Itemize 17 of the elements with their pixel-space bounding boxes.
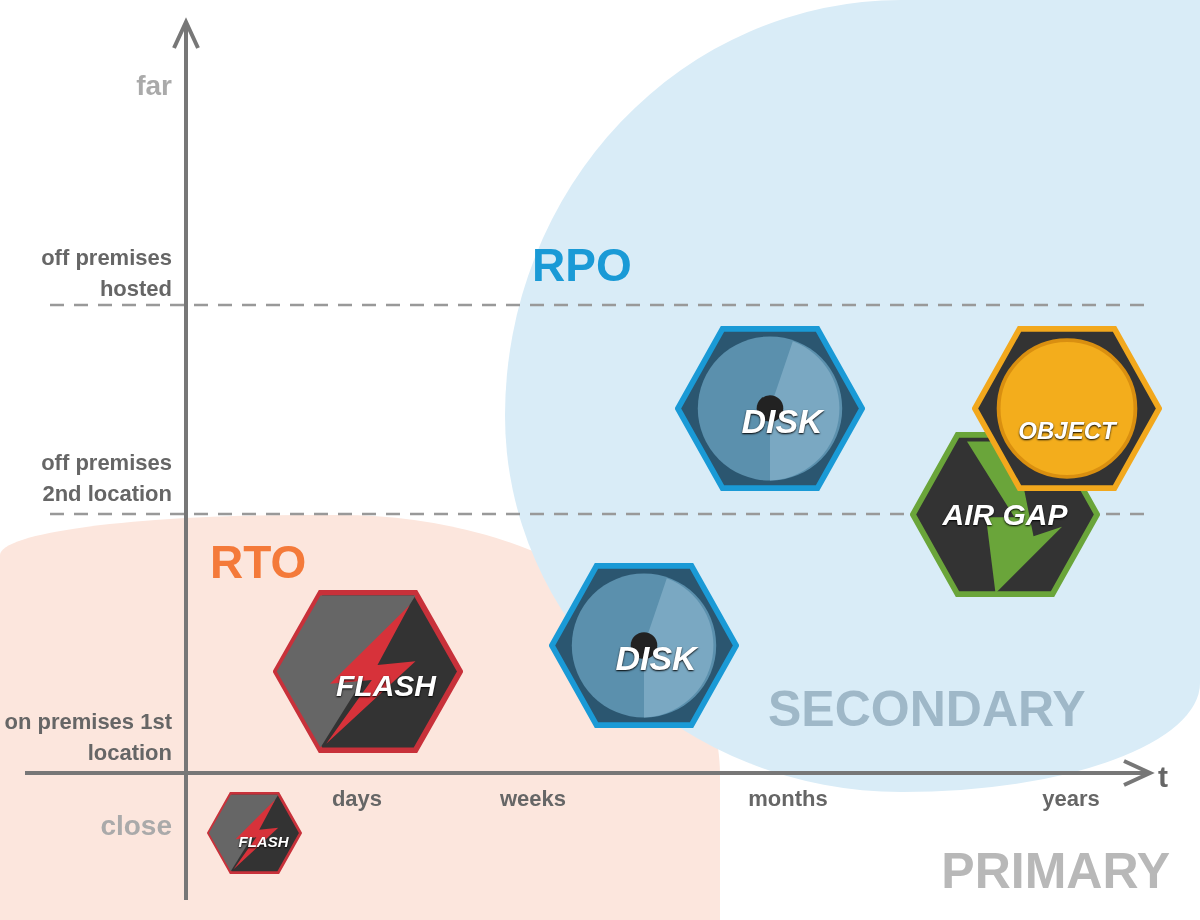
axis-label: off premises hosted [40,244,172,303]
axis-label: on premises 1st location [3,708,172,767]
tick-label: weeks [498,785,568,813]
region-watermark-label: SECONDARY [768,680,1086,738]
tick-label: days [330,785,384,813]
axis-label: off premises 2nd location [40,449,172,508]
tile-label: DISK [741,401,823,440]
axis-label: t [1158,759,1169,795]
tile-label: DISK [615,638,697,677]
region-title: RTO [210,535,307,589]
watermark-label: PRIMARY [940,842,1170,901]
region-title: RPO [532,238,632,292]
tile-label: OBJECT [1018,416,1116,445]
axis-label: far [135,69,172,103]
axis-label: close [99,809,172,843]
tick-label: months [747,785,829,813]
tick-label: years [1041,785,1101,813]
